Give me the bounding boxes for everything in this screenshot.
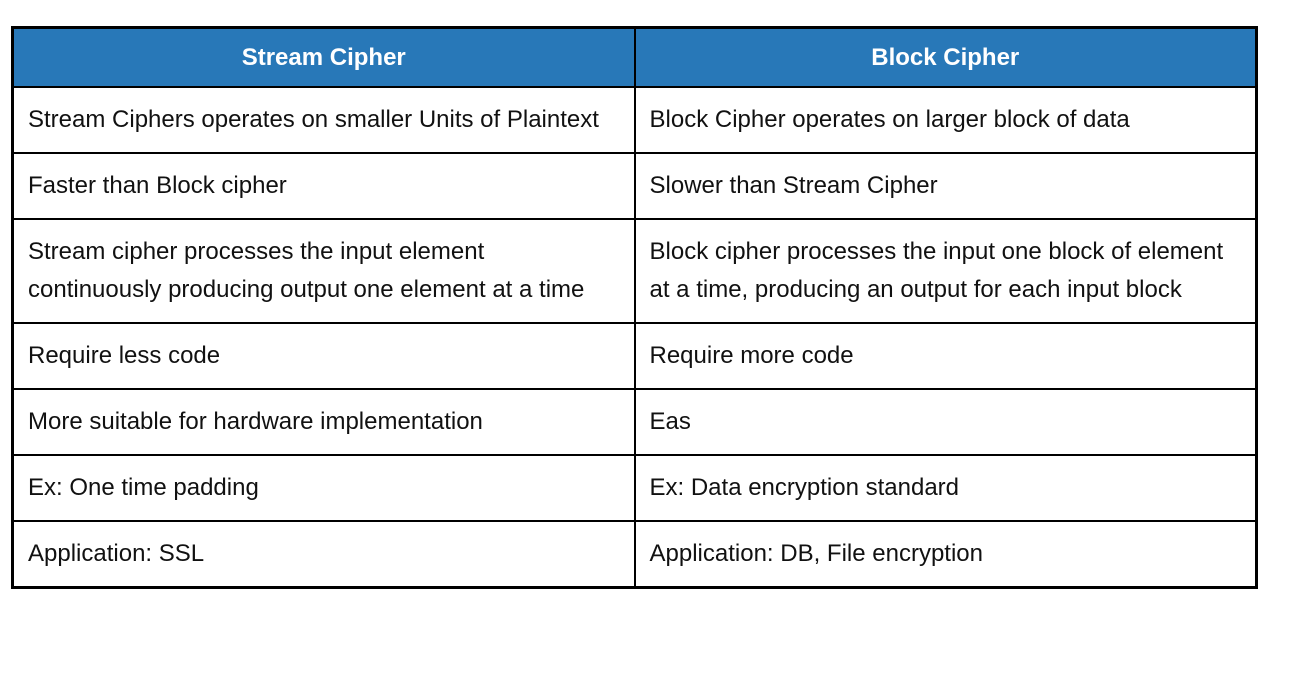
- table-row: Stream cipher processes the input elemen…: [11, 218, 1258, 324]
- table-cell-block-code: Require more code: [633, 322, 1258, 390]
- table-cell-block-slower: Slower than Stream Cipher: [633, 152, 1258, 220]
- table-row: Ex: One time padding Ex: Data encryption…: [11, 454, 1258, 522]
- table-cell-stream-application: Application: SSL: [11, 520, 636, 589]
- table-cell-stream-hardware: More suitable for hardware implementatio…: [11, 388, 636, 456]
- table-cell-block-example: Ex: Data encryption standard: [633, 454, 1258, 522]
- table-row: Stream Ciphers operates on smaller Units…: [11, 86, 1258, 154]
- column-header-stream-cipher: Stream Cipher: [11, 26, 636, 88]
- cipher-comparison-table: Stream Cipher Block Cipher Stream Cipher…: [11, 26, 1258, 589]
- table-cell-block-application: Application: DB, File encryption: [633, 520, 1258, 589]
- table-row: Faster than Block cipher Slower than Str…: [11, 152, 1258, 220]
- table-cell-stream-example: Ex: One time padding: [11, 454, 636, 522]
- table-row: More suitable for hardware implementatio…: [11, 388, 1258, 456]
- table-row: Application: SSL Application: DB, File e…: [11, 520, 1258, 589]
- table-cell-block-processing: Block cipher processes the input one blo…: [633, 218, 1258, 324]
- table-row: Require less code Require more code: [11, 322, 1258, 390]
- column-header-block-cipher: Block Cipher: [633, 26, 1258, 88]
- table-cell-block-larger: Block Cipher operates on larger block of…: [633, 86, 1258, 154]
- table-cell-stream-processing: Stream cipher processes the input elemen…: [11, 218, 636, 324]
- table-cell-stream-units: Stream Ciphers operates on smaller Units…: [11, 86, 636, 154]
- header-row: Stream Cipher Block Cipher: [11, 26, 1258, 88]
- table-cell-stream-code: Require less code: [11, 322, 636, 390]
- table-cell-stream-faster: Faster than Block cipher: [11, 152, 636, 220]
- table-cell-block-eas: Eas: [633, 388, 1258, 456]
